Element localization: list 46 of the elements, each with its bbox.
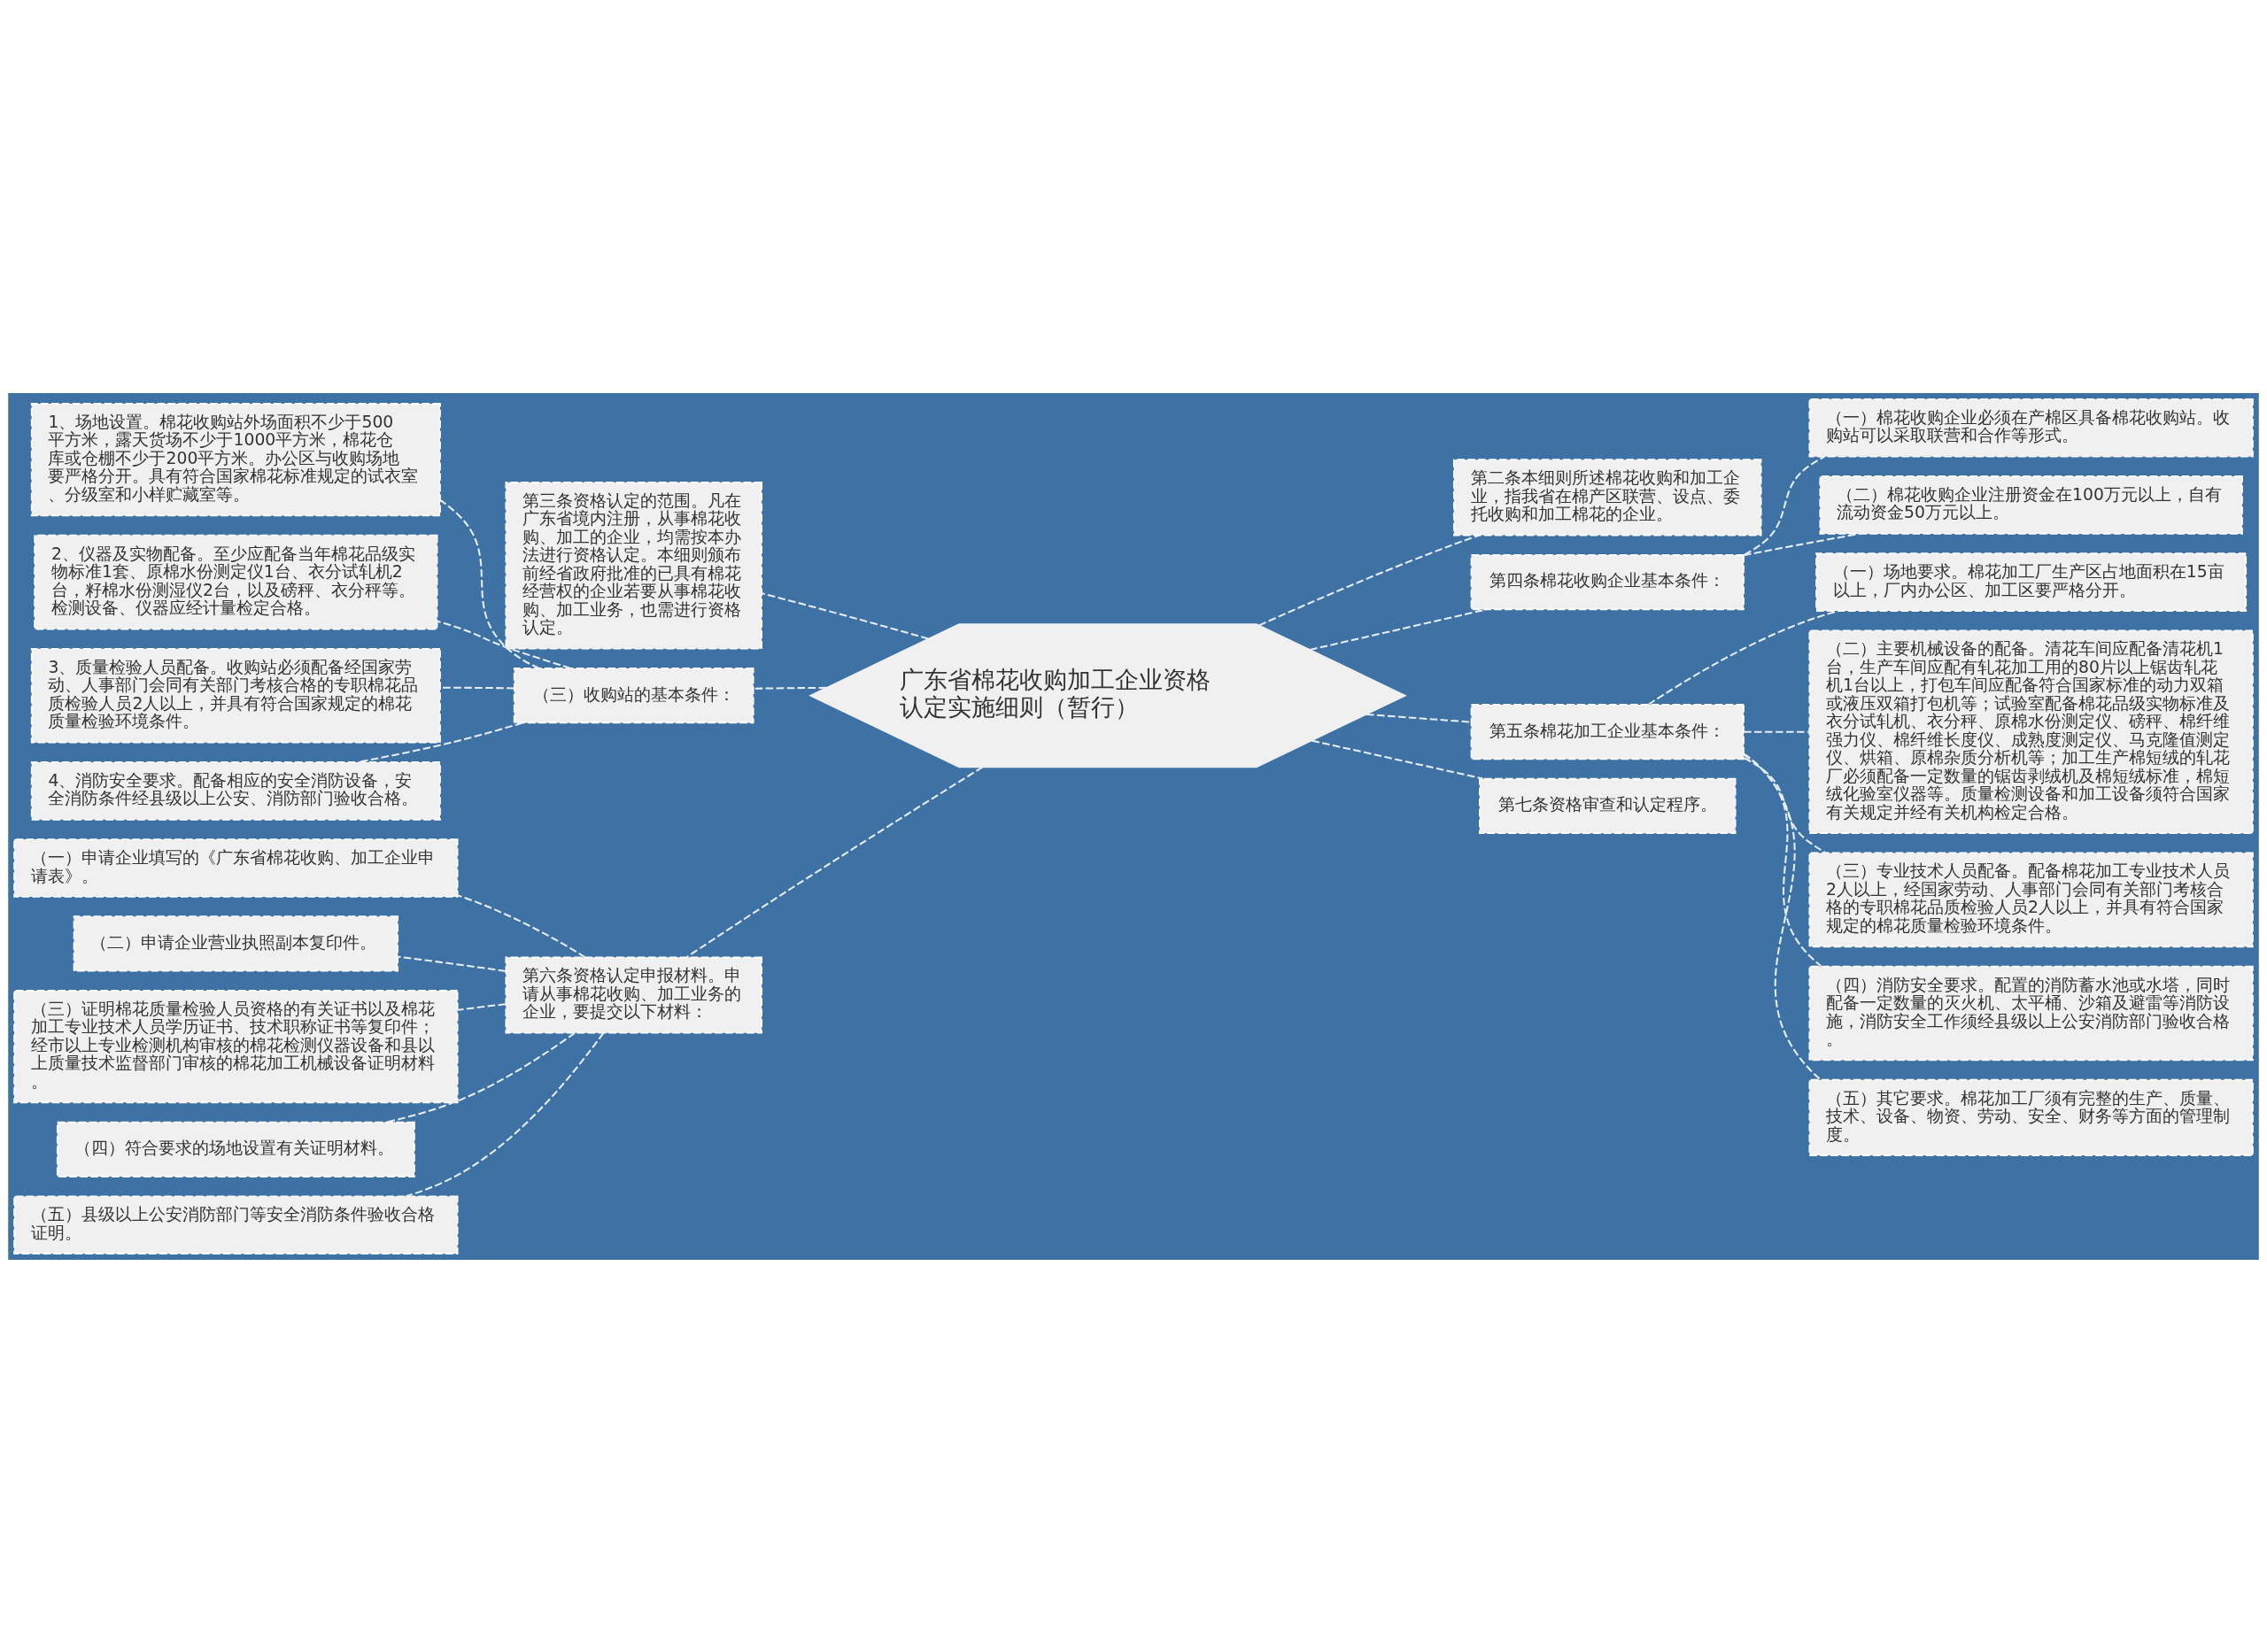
node-box: 第六条资格认定申报材料。申请从事棉花收购、加工业务的企业，要提交以下材料： [505, 955, 762, 1034]
connector [439, 498, 540, 669]
connector [1743, 753, 1822, 967]
connector [440, 686, 515, 689]
connector [437, 620, 571, 669]
connector [386, 1031, 576, 1123]
node-box: （三）专业技术人员配备。配备棉花加工专业技术人员2人以上，经国家劳动、人事部门会同有关部门考核合格的专职棉花品质检验人员2人以上，并具有符合国家规定的棉花质量检验环境条件。 [1808, 852, 2254, 947]
connector [1744, 730, 1810, 733]
node-box: （三）证明棉花质量检验人员资格的有关证书以及棉花加工专业技术人员学历证书、技术职称证书等复印件；经市以上专业检测机构审核的棉花检测仪器设备和县以上质量技术监督部门审核的棉花加工机械设备证明材料。 [13, 989, 459, 1103]
node-box: 第二条本细则所述棉花收购和加工企业，指我省在棉产区联营、设点、委托收购和加工棉花的企业。 [1452, 458, 1762, 536]
node-box: 第七条资格审查和认定程序。 [1479, 777, 1737, 834]
connector [1744, 455, 1825, 556]
node-box: （三）收购站的基本条件： [513, 667, 754, 723]
node-box: 第五条棉花加工企业基本条件： [1470, 703, 1745, 760]
connector [753, 686, 827, 690]
node-box: 3、质量检验人员配备。收购站必须配备经国家劳动、人事部门会同有关部门考核合格的专职棉花品质检验人员2人以上，并具有符合国家规定的棉花质量检验环境条件。 [30, 647, 441, 744]
connector [762, 591, 929, 639]
node-box: （二）棉花收购企业注册资金在100万元以上，自有流动资金50万元以上。 [1819, 475, 2243, 535]
node-box: 第三条资格认定的范围。凡在广东省境内注册，从事棉花收购、加工的企业，均需按本办法进行资格认定。本细则颁布前经省政府批准的已具有棉花经营权的企业若要从事棉花收购、加工业务，也需进行资格认定。 [505, 481, 762, 650]
node-box: （二）主要机械设备的配备。清花车间应配备清花机1台，生产车间应配有轧花加工用的80片以上锯齿轧花机1台以上，打包车间应配备符合国家标准的动力双箱或液压双箱打包机等；试验室配备棉花品级实物标准及衣分试轧机、衣分秤、原棉水份测定仪、磅秤、棉纤维强力仪、棉纤维长度仪、成熟度测定仪、马克隆值测定仪、烘箱、原棉杂质分析机等；加工生产棉短绒的轧花厂必须配备一定数量的锯齿剥绒机及棉短绒标准，棉短绒化验室仪器等。质量检测设备和加工设备须符合国家有关规定并经有关机构检定合格。 [1808, 629, 2254, 834]
node-box: （一）申请企业填写的《广东省棉花收购、加工企业申请表》。 [13, 838, 459, 898]
node-box: （四）符合要求的场地设置有关证明材料。 [56, 1121, 415, 1177]
node-box: 4、消防安全要求。配备相应的安全消防设备，安全消防条件经县级以上公安、消防部门验收合格。 [30, 760, 441, 821]
node-box: （一）棉花收购企业必须在产棉区具备棉花收购站。收购站可以采取联营和合作等形式。 [1808, 398, 2254, 458]
node-box: 1、场地设置。棉花收购站外场面积不少于500平方米，露天货场不少于1000平方米，棉花仓库或仓棚不少于200平方米。办公区与收购场地要严格分开。具有符合国家棉花标准规定的试衣室、分级室和小样贮藏室等。 [30, 402, 441, 516]
connector [1311, 739, 1483, 780]
connector [686, 766, 984, 958]
node-box: （五）其它要求。棉花加工厂须有完整的生产、质量、技术、设备、物资、劳动、安全、财务等方面的管理制度。 [1808, 1078, 2254, 1156]
connector [358, 722, 523, 763]
connector [398, 955, 507, 972]
connector [406, 1031, 605, 1197]
connector [1743, 753, 1822, 1080]
connector [1366, 713, 1472, 723]
node-box: 第四条棉花收购企业基本条件： [1470, 553, 1745, 610]
connector [457, 893, 586, 958]
node-box: 2、仪器及实物配备。至少应配备当年棉花品级实物标准1套、原棉水份测定仪1台、衣分试轧机2台，籽棉水份测湿仪2台，以及磅秤、衣分秤等。检测设备、仪器应经计量检定合格。 [34, 534, 438, 629]
node-box: （四）消防安全要求。配置的消防蓄水池或水塔，同时配备一定数量的灭火机、太平桶、沙箱及避雷等消防设施，消防安全工作须经县级以上公安消防部门验收合格。 [1808, 965, 2254, 1061]
node-box: （五）县级以上公安消防部门等安全消防条件验收合格证明。 [13, 1194, 459, 1254]
connector [1743, 532, 1860, 556]
connector [1309, 608, 1487, 651]
node-box: （一）场地要求。棉花加工厂生产区占地面积在15亩以上，厂内办公区、加工区要严格分开。 [1815, 552, 2248, 612]
connector [1648, 609, 1839, 706]
connector [1258, 534, 1480, 626]
node-box: （二）申请企业营业执照副本复印件。 [73, 915, 399, 972]
connector [458, 1002, 507, 1011]
connector [1744, 756, 1826, 853]
